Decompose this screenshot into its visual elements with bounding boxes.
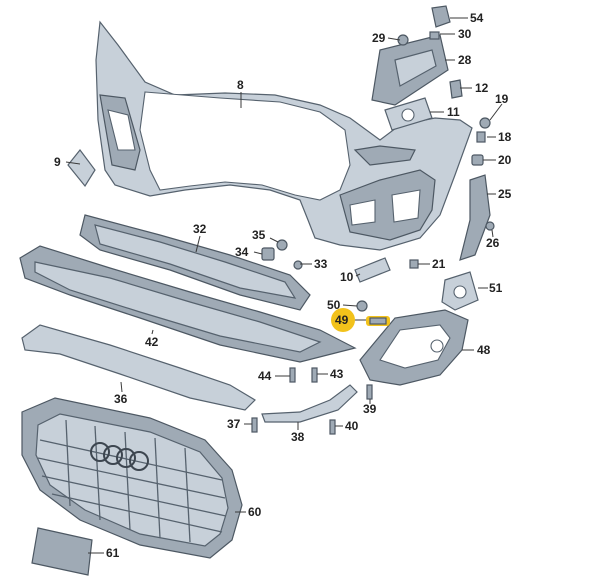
sensor-49 — [366, 316, 390, 326]
reinforcement-32 — [79, 214, 311, 311]
callout-49: 49 — [335, 313, 349, 327]
nut-30 — [429, 31, 440, 40]
callout-38: 38 — [291, 430, 305, 444]
callout-9: 9 — [54, 155, 61, 169]
callout-40: 40 — [345, 419, 359, 433]
screws-43-44-39-40-37 — [251, 367, 373, 435]
callout-33: 33 — [314, 257, 328, 271]
nut-20 — [471, 154, 484, 166]
rings-logo-icon — [90, 442, 149, 471]
callout-30: 30 — [458, 27, 472, 41]
callout-61: 61 — [106, 546, 120, 560]
callout-10: 10 — [340, 270, 354, 284]
sensor-bracket-51 — [441, 271, 479, 311]
callout-20: 20 — [498, 153, 512, 167]
callout-11: 11 — [447, 105, 460, 119]
callout-26: 26 — [486, 236, 500, 250]
callout-42: 42 — [145, 335, 159, 349]
callout-21: 21 — [432, 257, 446, 271]
callout-43: 43 — [330, 367, 344, 381]
sensor-holder-11 — [384, 97, 433, 131]
callout-48: 48 — [477, 343, 491, 357]
callout-49-highlight — [331, 308, 355, 332]
trim-9 — [67, 149, 96, 188]
clips-34-35-33 — [261, 239, 303, 270]
callout-37: 37 — [227, 417, 241, 431]
clip-21 — [409, 259, 419, 269]
guide-25 — [459, 174, 491, 261]
bolt-19 — [479, 117, 491, 129]
grille-60 — [21, 397, 243, 559]
bracket-28 — [371, 34, 449, 106]
callout-29: 29 — [372, 31, 386, 45]
callout-51: 51 — [489, 281, 503, 295]
grommet-50 — [356, 300, 368, 312]
callout-28: 28 — [458, 53, 472, 67]
holder-12 — [449, 79, 463, 99]
spoiler-36 — [21, 324, 256, 411]
callout-50: 50 — [327, 298, 341, 312]
cap-10 — [354, 257, 391, 283]
callout-60: 60 — [248, 505, 262, 519]
reinforcement-42 — [19, 245, 357, 363]
callout-34: 34 — [235, 245, 249, 259]
callout-12: 12 — [475, 81, 489, 95]
clip-54 — [431, 5, 451, 28]
callout-labels: 54 29 30 28 8 12 11 19 18 9 20 25 32 26 … — [54, 11, 512, 560]
callout-39: 39 — [363, 402, 377, 416]
fog-grille-48 — [359, 309, 469, 386]
screw-26 — [485, 221, 495, 231]
callout-19: 19 — [495, 92, 509, 106]
callout-8: 8 — [237, 78, 244, 92]
callout-54: 54 — [470, 11, 484, 25]
clip-18 — [476, 131, 486, 143]
callout-32: 32 — [193, 222, 207, 236]
callout-44: 44 — [258, 369, 272, 383]
callout-35: 35 — [252, 228, 266, 242]
plate-holder-61 — [31, 527, 93, 576]
callout-18: 18 — [498, 130, 512, 144]
callout-36: 36 — [114, 392, 128, 406]
bumper-cover — [95, 20, 473, 251]
trim-strip-38 — [261, 384, 358, 423]
callout-25: 25 — [498, 187, 512, 201]
